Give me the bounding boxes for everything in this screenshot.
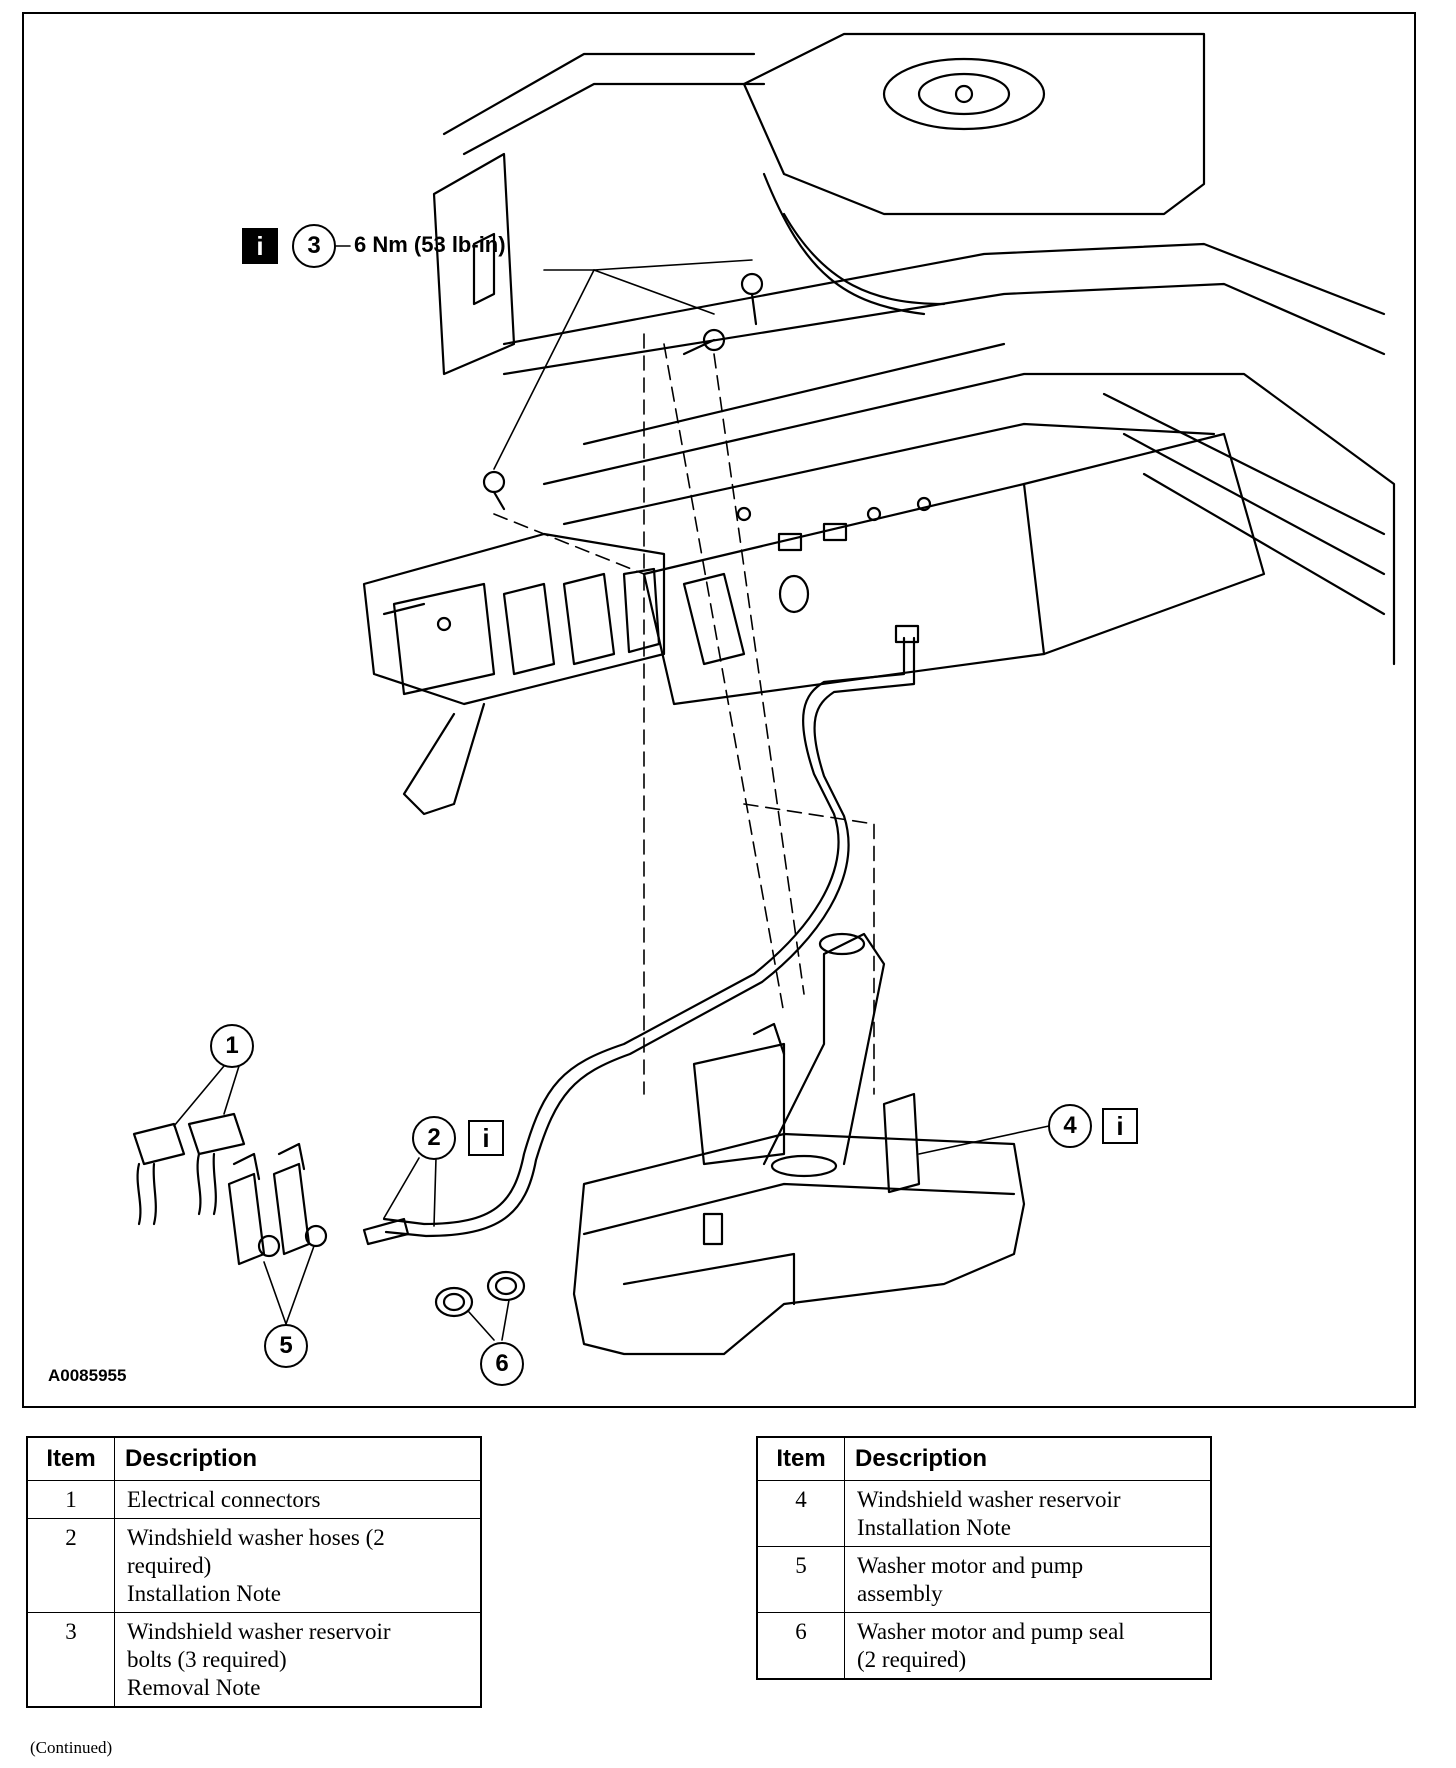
description-line: Windshield washer hoses (2 bbox=[127, 1525, 385, 1550]
washer-motors-shape bbox=[227, 1142, 328, 1266]
table-row: 3 Windshield washer reservoir bolts (3 req… bbox=[26, 1612, 482, 1708]
callout-5: 5 bbox=[264, 1324, 308, 1368]
shock-tower bbox=[742, 32, 1206, 316]
description-line: (2 required) bbox=[857, 1647, 967, 1672]
alignment-lines bbox=[493, 333, 875, 1095]
row-item-number: 2 bbox=[26, 1518, 115, 1613]
callout-3: 3 bbox=[292, 224, 336, 268]
bolt-leader-lines bbox=[493, 259, 753, 470]
header-item: Item bbox=[26, 1436, 115, 1481]
parts-table-left: Item Description 1 Electrical connectors 2… bbox=[26, 1436, 482, 1708]
description-line: bolts (3 required) bbox=[127, 1647, 287, 1672]
callout-6: 6 bbox=[480, 1342, 524, 1386]
callout-4: 4 bbox=[1048, 1104, 1092, 1148]
table-row: 6 Washer motor and pump seal (2 required) bbox=[756, 1612, 1212, 1680]
description-line: Installation Note bbox=[857, 1515, 1011, 1540]
electrical-connectors-shape bbox=[132, 1112, 246, 1226]
callout-1: 1 bbox=[210, 1024, 254, 1068]
description-line: Installation Note bbox=[127, 1581, 281, 1606]
frame-rail bbox=[502, 242, 1396, 706]
diagram-frame: i 3 6 Nm (53 lb-in) 1 2 i 4 i 5 6 A00859… bbox=[22, 12, 1416, 1408]
info-icon-callout-3: i bbox=[242, 228, 278, 264]
description-line: Removal Note bbox=[127, 1675, 261, 1700]
header-description: Description bbox=[844, 1436, 1212, 1481]
row-description: Windshield washer hoses (2 required) Insta… bbox=[114, 1518, 482, 1613]
description-line: Washer motor and pump bbox=[857, 1553, 1084, 1578]
callout-2: 2 bbox=[412, 1116, 456, 1160]
header-description: Description bbox=[114, 1436, 482, 1481]
radiator-support bbox=[362, 532, 666, 816]
pump-seals-shape bbox=[434, 1270, 526, 1318]
row-description: Electrical connectors bbox=[114, 1480, 482, 1519]
row-item-number: 3 bbox=[26, 1612, 115, 1708]
table-row: 1 Electrical connectors bbox=[26, 1480, 482, 1519]
table-header-row: Item Description bbox=[756, 1436, 1212, 1481]
table-row: 5 Washer motor and pump assembly bbox=[756, 1546, 1212, 1613]
exploded-view-illustration bbox=[132, 32, 1396, 1356]
description-line: Washer motor and pump seal bbox=[857, 1619, 1125, 1644]
header-item: Item bbox=[756, 1436, 845, 1481]
description-line: Windshield washer reservoir bbox=[857, 1487, 1121, 1512]
torque-spec: 6 Nm (53 lb-in) bbox=[354, 232, 506, 257]
info-icon-callout-4: i bbox=[1102, 1108, 1138, 1144]
row-item-number: 1 bbox=[26, 1480, 115, 1519]
washer-hoses bbox=[362, 624, 920, 1246]
description-line: Windshield washer reservoir bbox=[127, 1619, 391, 1644]
row-description: Windshield washer reservoir bolts (3 requ… bbox=[114, 1612, 482, 1708]
continued-note: (Continued) bbox=[30, 1738, 113, 1757]
row-description: Washer motor and pump seal (2 required) bbox=[844, 1612, 1212, 1680]
info-icon-callout-2: i bbox=[468, 1120, 504, 1156]
washer-reservoir-shape bbox=[572, 932, 1026, 1356]
row-item-number: 5 bbox=[756, 1546, 845, 1613]
description-line: assembly bbox=[857, 1581, 943, 1606]
description-line: Electrical connectors bbox=[127, 1487, 321, 1512]
description-line: required) bbox=[127, 1553, 212, 1578]
row-item-number: 4 bbox=[756, 1480, 845, 1547]
reservoir-bolts bbox=[482, 272, 764, 511]
table-header-row: Item Description bbox=[26, 1436, 482, 1481]
table-row: 2 Windshield washer hoses (2 required) Inst… bbox=[26, 1518, 482, 1613]
row-item-number: 6 bbox=[756, 1612, 845, 1680]
figure-id: A0085955 bbox=[48, 1366, 127, 1385]
upper-rail bbox=[432, 52, 766, 376]
row-description: Washer motor and pump assembly bbox=[844, 1546, 1212, 1613]
